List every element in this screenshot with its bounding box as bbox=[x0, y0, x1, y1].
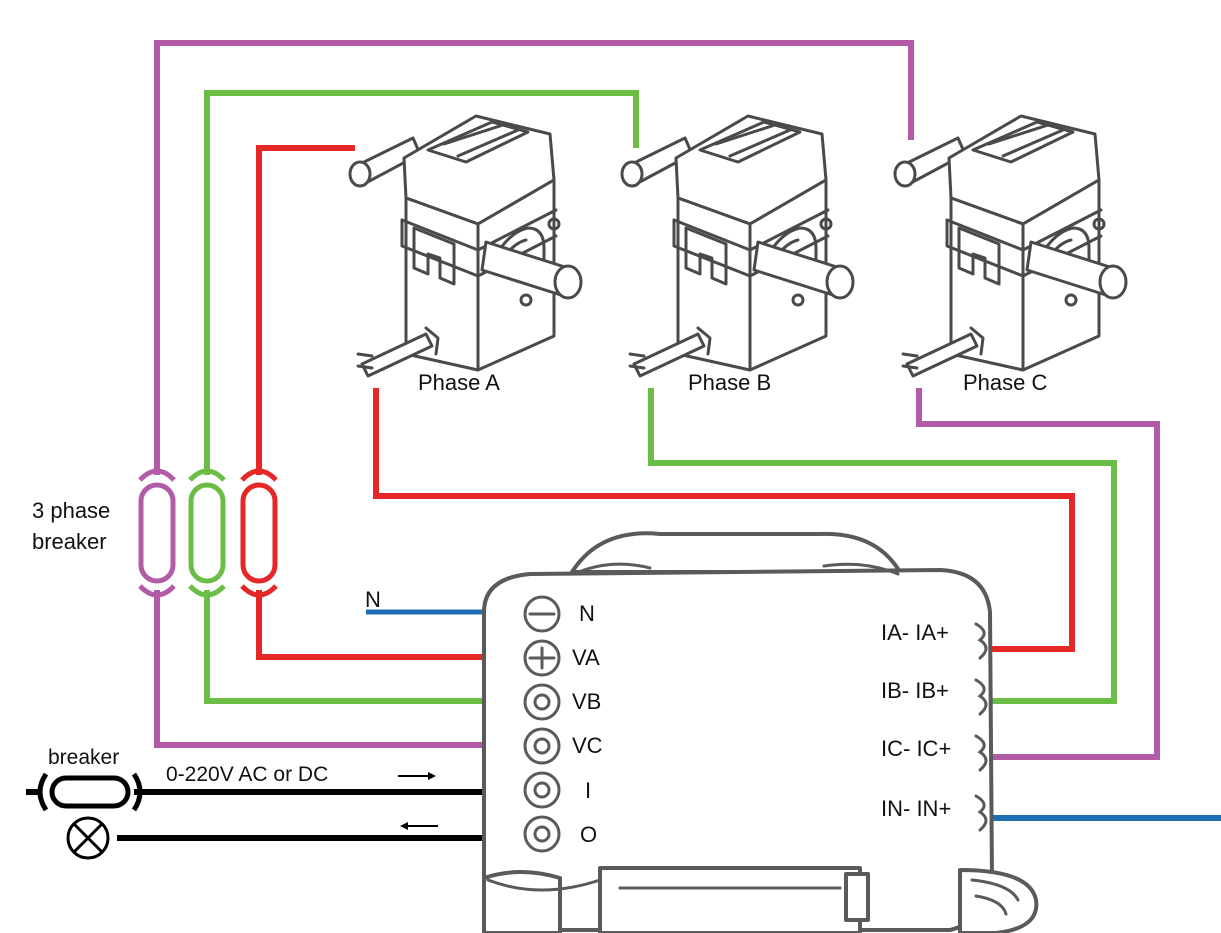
phase-c-to-device-wire bbox=[154, 590, 482, 748]
three-phase-breaker-label-line1: 3 phase bbox=[32, 498, 111, 523]
terminal-screw-vb bbox=[523, 683, 561, 721]
terminal-label-ic: IC- IC+ bbox=[881, 736, 952, 761]
terminal-clip-ia bbox=[974, 622, 988, 660]
phase-b-to-device-wire bbox=[204, 590, 482, 704]
phase-a-ct-signal-wire bbox=[373, 388, 1075, 652]
three-phase-breaker-label-line2: breaker bbox=[32, 529, 107, 554]
phase-a-to-device-wire bbox=[256, 590, 482, 660]
terminal-label-vb: VB bbox=[572, 689, 602, 714]
control-breaker-label: breaker bbox=[48, 746, 120, 769]
current-transformer-phase-a bbox=[348, 114, 583, 378]
supply-voltage-label: 0-220V AC or DC bbox=[166, 763, 329, 786]
breaker-pole-c bbox=[138, 468, 176, 598]
arrow-left-icon bbox=[400, 822, 438, 830]
three-phase-breaker bbox=[138, 468, 278, 598]
ct-label-phase-b: Phase B bbox=[688, 370, 772, 395]
terminal-screw-va bbox=[523, 639, 561, 677]
terminal-screw-n bbox=[523, 595, 561, 633]
terminal-label-in: IN- IN+ bbox=[881, 796, 952, 821]
terminal-screw-o bbox=[523, 815, 561, 853]
terminal-label-i: I bbox=[585, 778, 592, 803]
control-breaker bbox=[37, 772, 143, 812]
terminal-label-ia: IA- IA+ bbox=[881, 620, 949, 645]
phase-b-ct-signal-wire bbox=[648, 388, 1117, 704]
ct-label-phase-a: Phase A bbox=[418, 370, 500, 395]
current-transformer-phase-c bbox=[893, 114, 1128, 378]
terminal-screw-i bbox=[523, 771, 561, 809]
terminal-label-n: N bbox=[579, 601, 595, 626]
neutral-label: N bbox=[365, 587, 381, 612]
phase-c-ct-signal-wire bbox=[916, 388, 1160, 760]
arrow-right-icon bbox=[398, 772, 436, 780]
breaker-pole-a bbox=[240, 468, 278, 598]
terminal-clip-ic bbox=[974, 734, 988, 772]
right-terminal-clips bbox=[974, 622, 988, 832]
current-transformer-phase-b bbox=[620, 114, 855, 378]
terminal-label-ib: IB- IB+ bbox=[881, 678, 949, 703]
terminal-label-va: VA bbox=[572, 645, 600, 670]
phase-b-supply-wire bbox=[204, 90, 639, 475]
terminal-clip-in bbox=[974, 794, 988, 832]
terminal-screw-vc bbox=[523, 727, 561, 765]
terminal-label-o: O bbox=[580, 822, 598, 847]
left-terminal-screws bbox=[523, 595, 561, 853]
phase-c-supply-wire bbox=[154, 40, 914, 475]
phase-a-supply-wire bbox=[256, 145, 355, 475]
lamp-icon bbox=[66, 816, 110, 860]
energy-meter-device bbox=[482, 531, 1039, 933]
terminal-clip-ib bbox=[974, 678, 988, 716]
terminal-label-vc: VC bbox=[572, 733, 603, 758]
ct-label-phase-c: Phase C bbox=[963, 370, 1048, 395]
breaker-pole-b bbox=[188, 468, 226, 598]
